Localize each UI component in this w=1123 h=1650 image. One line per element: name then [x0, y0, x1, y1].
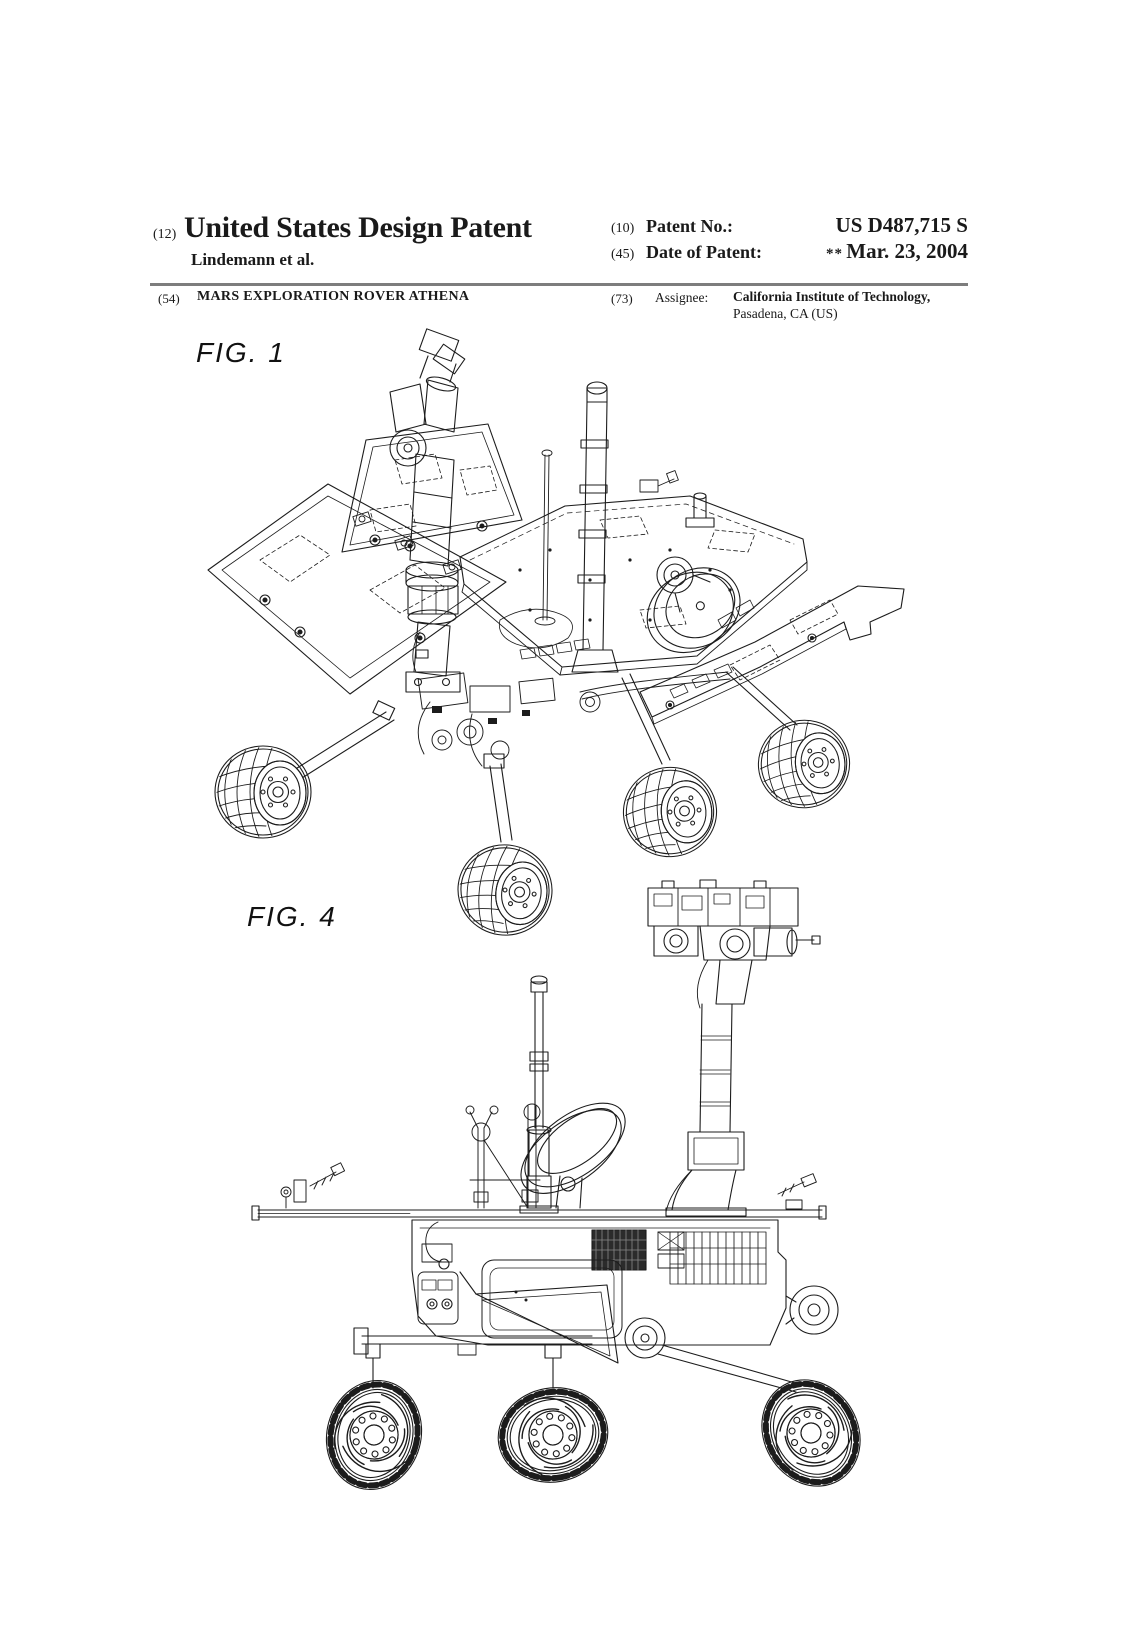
rover-body-side	[411, 1219, 839, 1346]
hga-gimbal	[656, 556, 711, 613]
pancam-mast	[571, 381, 619, 673]
figure-4-label: FIG. 4	[247, 901, 337, 932]
rear-gearbox	[785, 1285, 839, 1335]
rocker-bogie-side	[353, 1271, 803, 1393]
rocker-bogie-struts	[283, 666, 798, 843]
pancam-head	[647, 879, 821, 1009]
assignee-name: California Institute of Technology,	[733, 289, 931, 304]
inventors-line: Lindemann et al.	[191, 250, 315, 269]
assignee-label: Assignee:	[655, 290, 709, 305]
radiator-fins	[669, 1231, 767, 1285]
deck-instruments-left	[280, 1162, 346, 1209]
underbody-equipment	[417, 671, 731, 767]
figure-4-drawing	[251, 879, 870, 1500]
mast-support-truss	[465, 1103, 541, 1209]
solar-panel-rear	[639, 585, 905, 725]
wheel-middle	[620, 764, 719, 860]
high-gain-antenna-dish	[646, 567, 741, 654]
assignee-location: Pasadena, CA (US)	[733, 306, 838, 321]
uhf-antenna	[685, 492, 715, 528]
date-label: Date of Patent:	[646, 242, 762, 262]
panel-hinge-hardware	[352, 511, 462, 575]
solar-panel-left-lower	[207, 483, 507, 695]
deck-instruments-right	[777, 1173, 817, 1210]
low-gain-antenna	[519, 975, 559, 1214]
solar-panel-left-upper	[341, 423, 523, 553]
header-divider	[150, 283, 968, 286]
wheel-front-side	[310, 1368, 434, 1500]
document-type-title: United States Design Patent	[184, 211, 532, 244]
figure-1-drawing	[207, 328, 905, 940]
deck-post	[534, 449, 556, 626]
figure-1-label: FIG. 1	[196, 337, 286, 368]
wheel-front-center	[452, 839, 558, 940]
solar-deck-side	[251, 1162, 827, 1221]
title-prefix: (54)	[158, 291, 180, 306]
patent-no-prefix: (10)	[611, 221, 635, 236]
invention-title: MARS EXPLORATION ROVER ATHENA	[197, 289, 470, 304]
date-prefix: (45)	[611, 247, 635, 262]
wheel-rear-side	[738, 1362, 870, 1500]
assignee-prefix: (73)	[611, 291, 633, 306]
patent-no-label: Patent No.:	[646, 216, 733, 236]
body-grille	[591, 1229, 647, 1271]
patent-date: Mar. 23, 2004	[846, 239, 968, 263]
deck-instrument	[639, 470, 679, 493]
patent-number: US D487,715 S	[835, 213, 968, 237]
high-gain-antenna-dish-side	[520, 1102, 626, 1209]
wheel-middle-side	[490, 1374, 616, 1491]
kind-code-prefix: (12)	[153, 227, 177, 242]
mast-column	[665, 1003, 747, 1217]
wheel-front-left	[215, 746, 311, 838]
wheel-rear	[754, 716, 854, 812]
term-extension-marker: **	[826, 246, 843, 262]
robotic-arm	[389, 328, 466, 693]
rover-deck	[459, 449, 808, 676]
